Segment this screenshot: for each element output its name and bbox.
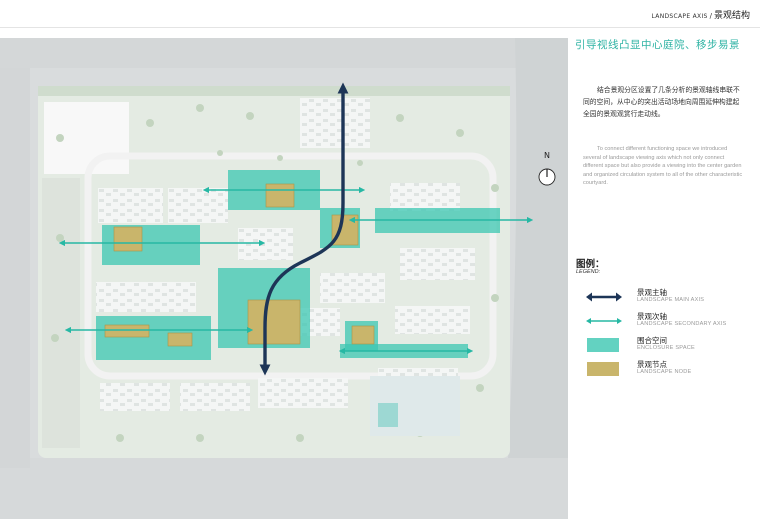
- legend-item-main-axis: 景观主轴 LANDSCAPE MAIN AXIS: [585, 287, 760, 309]
- legend-item-enclosure-space: 围合空间 ENCLOSURE SPACE: [585, 335, 760, 357]
- legend-item-secondary-axis: 景观次轴 LANDSCAPE SECONDARY AXIS: [585, 311, 760, 333]
- legend-label-en: LANDSCAPE MAIN AXIS: [637, 297, 705, 303]
- page-header: LANDSCAPE AXIS / 景观结构: [652, 8, 750, 24]
- section-title-en: LANDSCAPE AXIS: [651, 13, 708, 20]
- landscape-node-symbol: [587, 362, 619, 376]
- secondary-axis-symbol: [586, 318, 622, 324]
- west-road: [0, 68, 30, 468]
- legend-label-zh: 景观节点: [637, 360, 667, 369]
- description-en: To connect different functioning space w…: [583, 146, 743, 187]
- east-road: [505, 38, 568, 519]
- legend-label-zh: 景观次轴: [637, 312, 667, 321]
- landscape-node: [265, 183, 295, 208]
- legend-label-en: LANDSCAPE NODE: [637, 369, 692, 375]
- section-title-slash: /: [709, 12, 712, 20]
- site-plan-map: N: [0, 38, 568, 519]
- headline: 引导视线凸显中心庭院、移步易景: [575, 39, 740, 51]
- pool-water: [378, 403, 398, 427]
- legend-title: 图例：: [576, 259, 605, 270]
- main-axis: [259, 82, 349, 376]
- landscape-node: [247, 299, 301, 345]
- landscape-node: [167, 332, 193, 347]
- legend-subtitle: LEGEND:: [576, 269, 601, 275]
- section-title-zh: 景观结构: [713, 11, 750, 21]
- compass-north-label: N: [544, 151, 550, 160]
- legend-label-en: LANDSCAPE SECONDARY AXIS: [637, 321, 727, 327]
- top-road: [0, 38, 568, 68]
- west-strip: [42, 178, 80, 448]
- legend-item-landscape-node: 景观节点 LANDSCAPE NODE: [585, 359, 760, 381]
- enclosure-space: [96, 316, 211, 360]
- main-axis-symbol: [586, 292, 622, 302]
- landscape-node: [351, 325, 375, 345]
- landscape-node: [104, 324, 150, 338]
- description-zh: 结合景观分区设置了几条分析的景观轴线串联不同的空间，从中心的突出活动场地向周围延…: [583, 86, 740, 118]
- header-divider: [0, 27, 760, 28]
- enclosure-space-symbol: [587, 338, 619, 352]
- north-compass: N: [538, 151, 556, 186]
- legend-label-zh: 景观主轴: [637, 288, 667, 297]
- north-green-belt: [38, 86, 510, 96]
- legend-label-en: ENCLOSURE SPACE: [637, 345, 695, 351]
- legend-label-zh: 围合空间: [637, 336, 667, 345]
- landscape-node: [113, 226, 143, 252]
- south-road: [0, 458, 568, 519]
